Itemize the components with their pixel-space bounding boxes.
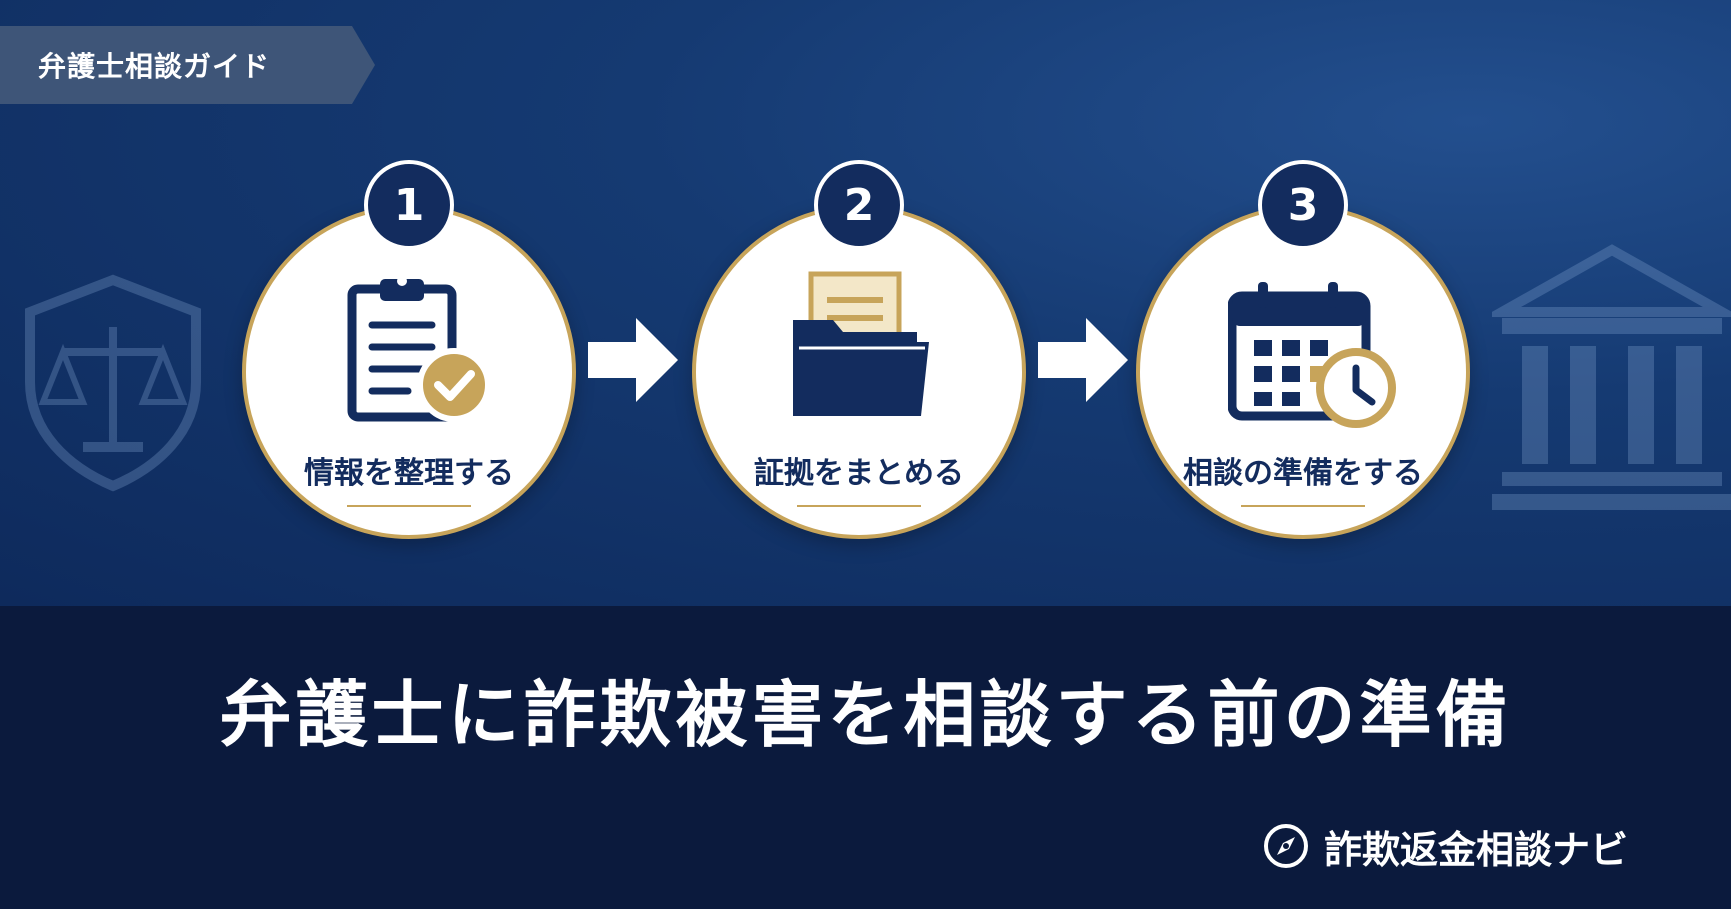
folder-documents-icon [793, 271, 929, 416]
courthouse-icon [1492, 244, 1731, 510]
step-3-underline [1241, 505, 1365, 507]
arrow-right-icon [588, 318, 678, 402]
title-band [0, 606, 1731, 909]
step-1-number: 1 [364, 160, 454, 250]
shield-scales-icon [25, 274, 201, 492]
step-3-number: 3 [1258, 160, 1348, 250]
guide-tag: 弁護士相談ガイド [0, 26, 375, 104]
arrow-right-icon [1038, 318, 1128, 402]
clipboard-check-icon [347, 276, 491, 422]
brand-name: 詐欺返金相談ナビ [1324, 827, 1629, 872]
calendar-clock-icon [1228, 282, 1396, 428]
step-3-label: 相談の準備をする [1183, 456, 1423, 491]
guide-tag-label: 弁護士相談ガイド [38, 50, 271, 83]
step-1-underline [347, 505, 471, 507]
step-2-number: 2 [814, 160, 904, 250]
hero-section: 弁護士相談ガイド 1 情報を [0, 0, 1731, 606]
step-2-underline [797, 505, 921, 507]
step-2-label: 証拠をまとめる [754, 456, 964, 491]
step-3-circle [1136, 205, 1470, 539]
step-1-label: 情報を整理する [304, 456, 514, 491]
page-title: 弁護士に詐欺被害を相談する前の準備 [219, 673, 1512, 757]
compass-icon [1264, 824, 1308, 868]
brand: 詐欺返金相談ナビ [1262, 818, 1628, 874]
